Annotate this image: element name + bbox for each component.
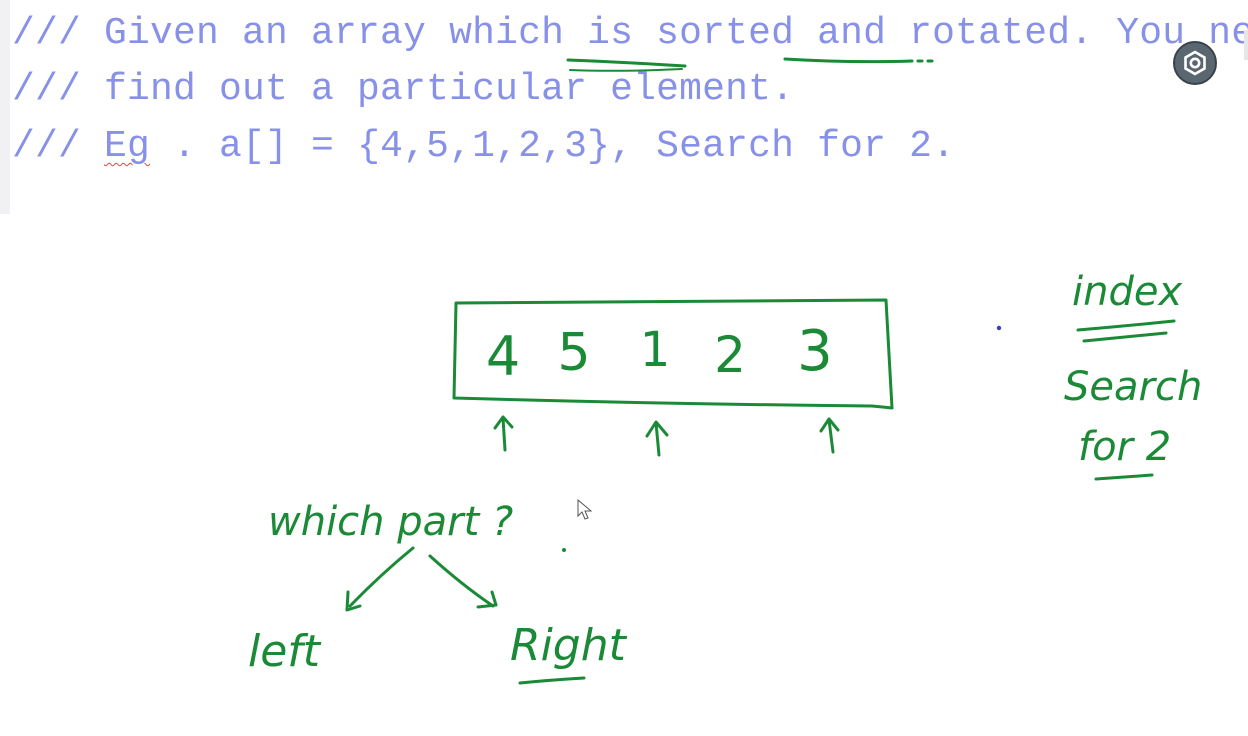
code-text: and — [794, 12, 910, 55]
question-text: which part ? — [268, 499, 513, 545]
side-note-for-2: for 2 — [1078, 424, 1171, 470]
array-cell: 5 — [557, 323, 590, 383]
side-note-index: index — [1072, 269, 1182, 315]
ink-dot — [562, 548, 566, 552]
pointer-arrow-right — [819, 417, 840, 454]
side-note-search: Search — [1064, 364, 1202, 410]
code-comment-line-1: /// Given an array which is sorted and r… — [12, 6, 1248, 62]
code-comment-line-3: /// Eg . a[] = {4,5,1,2,3}, Search for 2… — [12, 119, 955, 175]
array-cell: 1 — [640, 322, 671, 378]
pointer-arrow-mid — [645, 420, 669, 457]
code-text: /// — [12, 125, 105, 168]
code-text-rotated: rotated — [909, 12, 1071, 55]
branch-arrow-left — [345, 546, 415, 612]
code-text-sorted: sorted — [656, 12, 795, 55]
array-cell: 2 — [714, 326, 746, 384]
code-editor[interactable]: /// Given an array which is sorted and r… — [0, 0, 1248, 214]
pointer-arrow-left — [493, 415, 514, 452]
array-cell: 4 — [486, 325, 520, 388]
code-text: . You need — [1070, 12, 1248, 55]
window-edge — [1244, 30, 1248, 60]
array-cell: 3 — [797, 319, 833, 384]
editor-gutter — [0, 0, 10, 214]
mouse-pointer-icon — [577, 499, 593, 520]
branch-label-left: left — [248, 626, 322, 677]
code-text: /// Given an array which is — [12, 12, 657, 55]
settings-button[interactable] — [1173, 41, 1217, 85]
branch-label-right: Right — [510, 620, 628, 671]
underline-for — [1094, 473, 1154, 481]
code-text: . a[] = {4,5,1,2,3}, Search for 2. — [150, 125, 956, 168]
branch-arrow-right — [428, 554, 498, 609]
code-text-eg-misspelled: Eg — [104, 125, 151, 168]
code-comment-line-2: /// find out a particular element. — [12, 68, 795, 111]
underline-index — [1076, 319, 1176, 343]
underline-right — [518, 676, 586, 685]
settings-gear-icon — [1184, 50, 1206, 76]
ink-dot — [996, 325, 1002, 331]
array-box — [452, 298, 894, 410]
